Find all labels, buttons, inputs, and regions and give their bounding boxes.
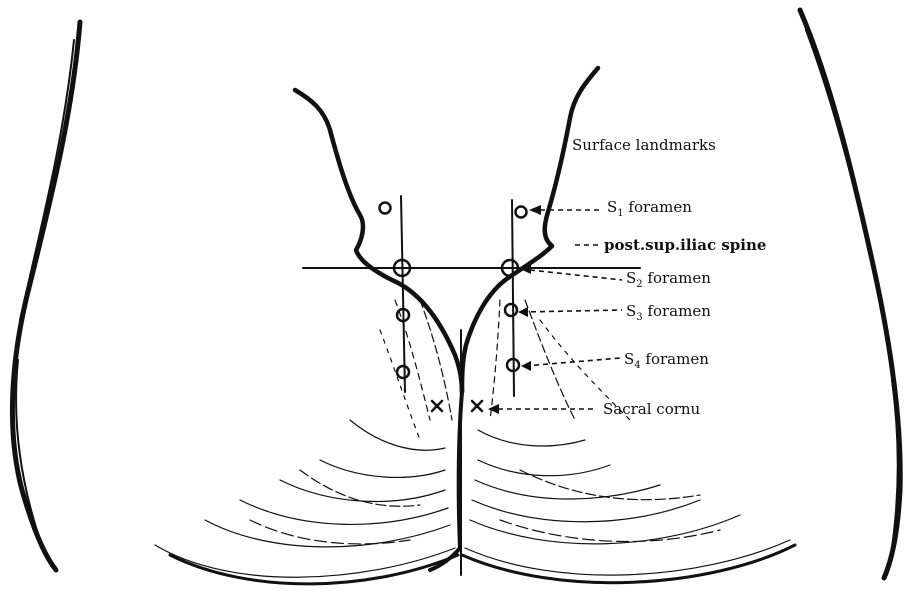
s1-arrowhead: [529, 205, 541, 215]
right-sacral-cornu-marker: [472, 401, 482, 411]
left-iliac-contour: [295, 90, 462, 392]
s4-arrowhead: [521, 361, 531, 371]
s3-label: S3 foramen: [626, 302, 711, 323]
leader-lines: [488, 205, 622, 414]
right-s1-foramen-marker: [516, 207, 527, 218]
left-vertical-line: [401, 196, 405, 392]
right-iliac-contour: [462, 68, 598, 392]
cornu-arrowhead: [488, 404, 499, 414]
guide-lines: [303, 196, 640, 396]
left-flank-outline: [12, 22, 80, 570]
left-s4-foramen-marker: [397, 366, 409, 378]
left-sacral-cornu-marker: [432, 401, 442, 411]
labels: Surface landmarks S1 foramen post.sup.il…: [572, 136, 766, 418]
right-s3-foramen-marker: [505, 304, 517, 316]
s3-arrowhead: [518, 307, 528, 317]
right-buttock-shading: [462, 300, 795, 583]
s1-label: S1 foramen: [607, 198, 692, 219]
right-vertical-line: [512, 200, 514, 396]
s3-leader: [522, 310, 622, 312]
right-flank-outline: [800, 10, 900, 578]
s2-leader: [530, 270, 622, 280]
s4-label: S4 foramen: [624, 350, 709, 371]
cornu-label: Sacral cornu: [603, 400, 701, 418]
psis-label: post.sup.iliac spine: [604, 236, 766, 254]
heading-label: Surface landmarks: [572, 136, 716, 154]
s2-label: S2 foramen: [626, 269, 711, 290]
left-psis-marker: [380, 203, 391, 214]
left-buttock-shading: [155, 300, 458, 584]
